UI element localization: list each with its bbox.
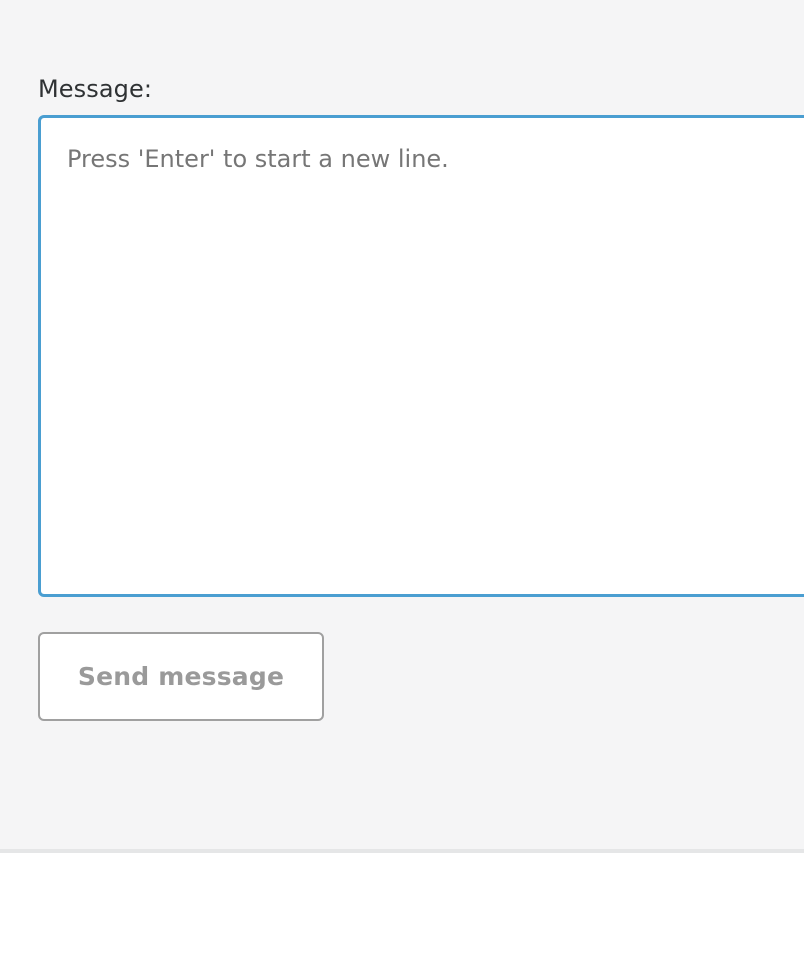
message-field-label: Message:: [38, 75, 153, 103]
page-body-below-panel: [0, 853, 804, 980]
send-message-button[interactable]: Send message: [38, 632, 324, 721]
message-form-panel: Message: Send message: [38, 75, 804, 721]
message-input[interactable]: [38, 115, 804, 597]
panel-divider: [0, 849, 804, 853]
